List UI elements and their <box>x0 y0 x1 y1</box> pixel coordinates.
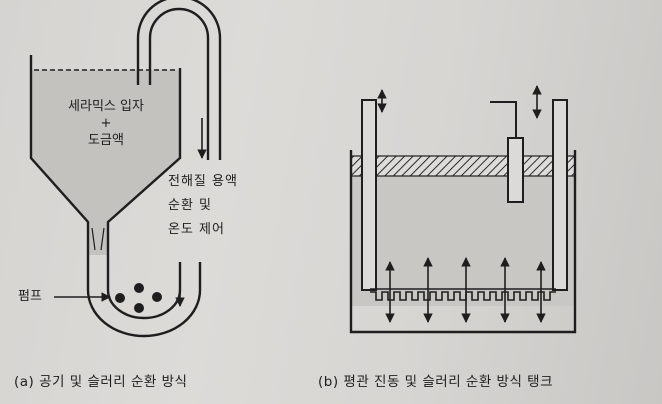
left-plate <box>361 99 377 291</box>
probe <box>507 137 524 203</box>
return-pipe-outer <box>136 0 222 160</box>
ceramic-particle <box>115 293 125 303</box>
right-plate <box>552 99 568 291</box>
tank-a-outline <box>29 55 182 262</box>
diagram-a <box>29 0 222 338</box>
ceramic-particle <box>152 292 162 302</box>
caption-b: (b) 평관 진동 및 슬러리 순환 방식 탱크 <box>318 374 554 390</box>
return-pipe-inner <box>148 7 210 160</box>
tank-b-outline <box>349 150 577 334</box>
pump-loop-inner <box>106 262 182 320</box>
hatched-layer <box>350 155 576 177</box>
tank-label-line: 도금액 <box>88 133 124 148</box>
ceramic-particle <box>134 283 144 293</box>
bent-pipe <box>490 101 517 140</box>
side-label-line: 순환 및 <box>168 198 213 213</box>
side-label-line: 온도 제어 <box>168 222 225 237</box>
pump-label: 펌프 <box>18 289 42 304</box>
pump-loop-outer <box>86 262 202 338</box>
tank-contents-label: 세라믹스 입자 + 도금액 <box>46 98 166 149</box>
tank-label-line: + <box>100 116 112 131</box>
ceramic-particle <box>134 303 144 313</box>
side-label-line: 전해질 용액 <box>168 174 238 189</box>
diagram-b <box>349 85 577 334</box>
tank-label-line: 세라믹스 입자 <box>68 99 144 114</box>
circulation-control-label: 전해질 용액 순환 및 온도 제어 <box>168 170 238 242</box>
tank-a-liquid <box>31 70 180 255</box>
caption-a: (a) 공기 및 슬러리 순환 방식 <box>14 374 188 390</box>
